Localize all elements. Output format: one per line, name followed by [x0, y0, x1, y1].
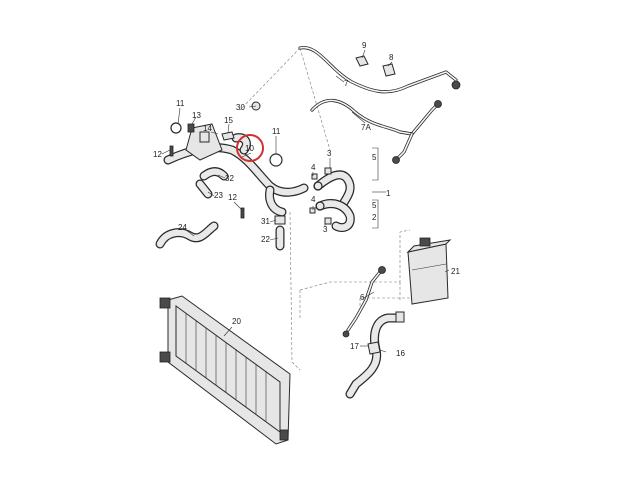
callout-22: 22 [261, 235, 270, 244]
callout-13: 13 [192, 111, 201, 120]
callout-2: 2 [372, 213, 377, 222]
clip-9 [355, 55, 369, 67]
callout-4: 4 [311, 163, 316, 172]
clamp-4-lower [309, 207, 316, 214]
callout-14: 14 [203, 124, 212, 133]
callout-16: 16 [396, 349, 405, 358]
union-31 [274, 215, 286, 225]
gasket-15 [221, 131, 235, 141]
callout-3: 3 [327, 149, 332, 158]
hose-23 [195, 179, 213, 199]
clamp-4-upper [311, 173, 318, 180]
callout-15: 15 [224, 116, 233, 125]
callout-labels: 9 8 7 7A 5 1 5 2 3 4 4 3 30 11 13 14 15 … [153, 41, 460, 358]
callout-11b: 11 [272, 127, 281, 136]
bolt-12-left [169, 145, 174, 157]
bleed-pipe-7 [298, 46, 461, 94]
assembly-reference-lines [239, 47, 430, 371]
o-ring-11-top [170, 122, 182, 134]
clip-8 [382, 63, 396, 77]
bolt-12-lower [240, 207, 245, 219]
bleed-pipe-7a [310, 98, 442, 164]
hose-6 [342, 266, 386, 338]
hose-24 [155, 221, 219, 249]
o-ring-11-right [269, 153, 283, 167]
callout-12b: 12 [228, 193, 237, 202]
clamp-17 [367, 341, 381, 355]
callout-7a: 7A [361, 123, 371, 132]
callout-30: 30 [236, 103, 245, 112]
callout-17: 17 [350, 342, 359, 351]
callout-9: 9 [362, 41, 367, 50]
radiator-20 [159, 295, 291, 445]
expansion-tank-21 [406, 237, 452, 305]
callout-5b: 5 [372, 201, 377, 210]
callout-6: 6 [360, 293, 365, 302]
hose-assembly-right [313, 170, 355, 233]
leader-lines [161, 49, 450, 353]
callout-31: 31 [261, 217, 270, 226]
callout-10: 10 [245, 144, 254, 153]
callout-20: 20 [232, 317, 241, 326]
clamp-3-lower [324, 217, 332, 225]
highlight-callout-10 [236, 134, 264, 162]
callout-8: 8 [389, 53, 394, 62]
callout-21: 21 [451, 267, 460, 276]
callout-3b: 3 [323, 225, 328, 234]
clamp-3-upper [324, 167, 332, 175]
sensor-13 [187, 123, 195, 133]
callout-1: 1 [386, 189, 391, 198]
callout-23: 23 [214, 191, 223, 200]
callout-11: 11 [176, 99, 185, 108]
callout-7: 7 [344, 79, 349, 88]
callout-4b: 4 [311, 195, 316, 204]
callout-12: 12 [153, 150, 162, 159]
hose-32 [199, 167, 229, 181]
callout-24: 24 [178, 223, 187, 232]
flange-housing-14 [185, 123, 223, 161]
callout-5: 5 [372, 153, 377, 162]
callout-32: 32 [225, 174, 234, 183]
